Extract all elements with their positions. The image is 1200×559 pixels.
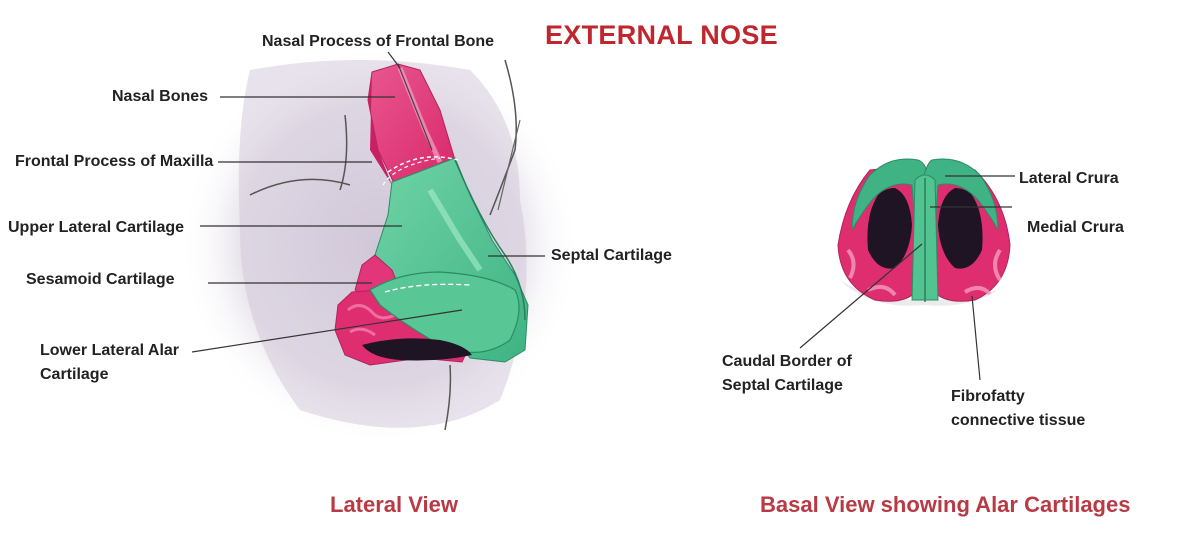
label-septal-cartilage: Septal Cartilage — [551, 244, 672, 268]
label-frontal-process-maxilla: Frontal Process of Maxilla — [15, 150, 213, 174]
lateral-view-caption: Lateral View — [330, 492, 458, 518]
label-upper-lateral-cartilage: Upper Lateral Cartilage — [8, 216, 184, 240]
figure-title: EXTERNAL NOSE — [545, 20, 778, 51]
basal-view-caption: Basal View showing Alar Cartilages — [760, 492, 1130, 518]
label-nasal-process-frontal-bone: Nasal Process of Frontal Bone — [262, 30, 494, 54]
basal-view-illustration — [800, 159, 1015, 380]
lateral-view-illustration — [180, 45, 580, 445]
label-nasal-bones: Nasal Bones — [112, 85, 208, 109]
label-fibrofatty-line1: Fibrofatty — [951, 385, 1025, 409]
leader-fibrofatty — [972, 296, 980, 380]
label-fibrofatty-line2: connective tissue — [951, 409, 1085, 433]
label-lower-lateral-alar-line2: Cartilage — [40, 363, 108, 387]
label-lateral-crura: Lateral Crura — [1019, 167, 1119, 191]
label-lower-lateral-alar-line1: Lower Lateral Alar — [40, 339, 179, 363]
label-caudal-border-line2: Septal Cartilage — [722, 374, 843, 398]
label-sesamoid-cartilage: Sesamoid Cartilage — [26, 268, 175, 292]
label-medial-crura: Medial Crura — [1027, 216, 1124, 240]
label-caudal-border-line1: Caudal Border of — [722, 350, 852, 374]
